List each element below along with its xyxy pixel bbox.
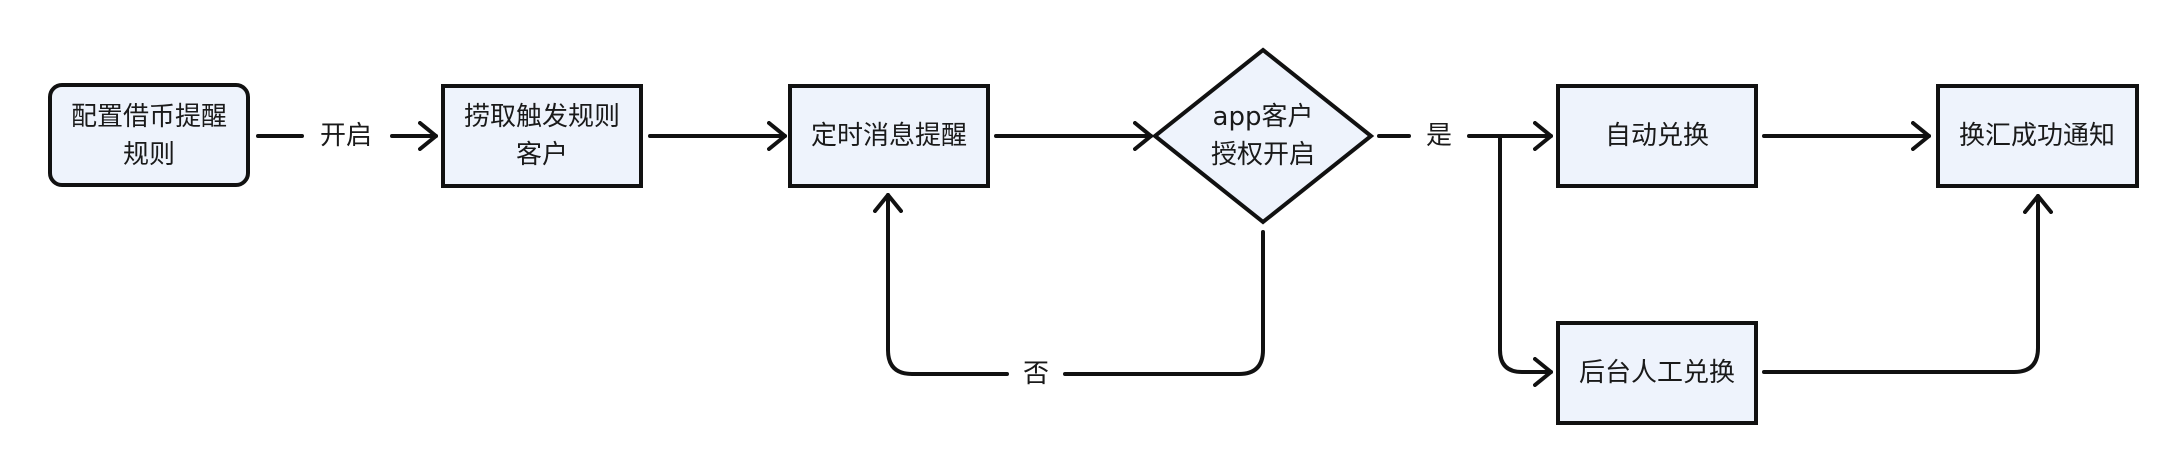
node-auto-exchange-label: 自动兑换 [1605, 121, 1709, 151]
node-manual-exchange-label: 后台人工兑换 [1579, 358, 1735, 388]
edge-yes-branch-to-manual [1498, 134, 1553, 387]
node-fetch-customers: 捞取触发规则 客户 [441, 84, 643, 188]
node-fetch-customers-line2: 客户 [516, 140, 568, 170]
node-auto-exchange: 自动兑换 [1556, 84, 1758, 188]
edge-label-yes: 是 [1426, 121, 1452, 151]
node-app-authorized-line1: app客户 [1213, 102, 1314, 132]
node-config-rule: 配置借币提醒 规则 [48, 83, 250, 187]
edge-label-enable: 开启 [320, 121, 372, 151]
edge-manual-to-notify [1762, 194, 2053, 374]
node-config-rule-line2: 规则 [123, 140, 175, 170]
node-app-authorized-decision: app客户 授权开启 [1151, 47, 1375, 225]
node-timed-reminder: 定时消息提醒 [788, 84, 990, 188]
node-notify-success-label: 换汇成功通知 [1959, 121, 2115, 151]
node-manual-exchange: 后台人工兑换 [1556, 321, 1758, 425]
node-config-rule-line1: 配置借币提醒 [71, 102, 227, 132]
node-app-authorized-line2: 授权开启 [1211, 140, 1315, 170]
edge-label-no: 否 [1023, 359, 1049, 389]
edge-no-to-reminder [873, 193, 1009, 376]
edge-decision-no-right [1063, 230, 1265, 376]
node-fetch-customers-line1: 捞取触发规则 [464, 102, 620, 132]
node-notify-success: 换汇成功通知 [1936, 84, 2139, 188]
node-timed-reminder-label: 定时消息提醒 [811, 121, 967, 151]
